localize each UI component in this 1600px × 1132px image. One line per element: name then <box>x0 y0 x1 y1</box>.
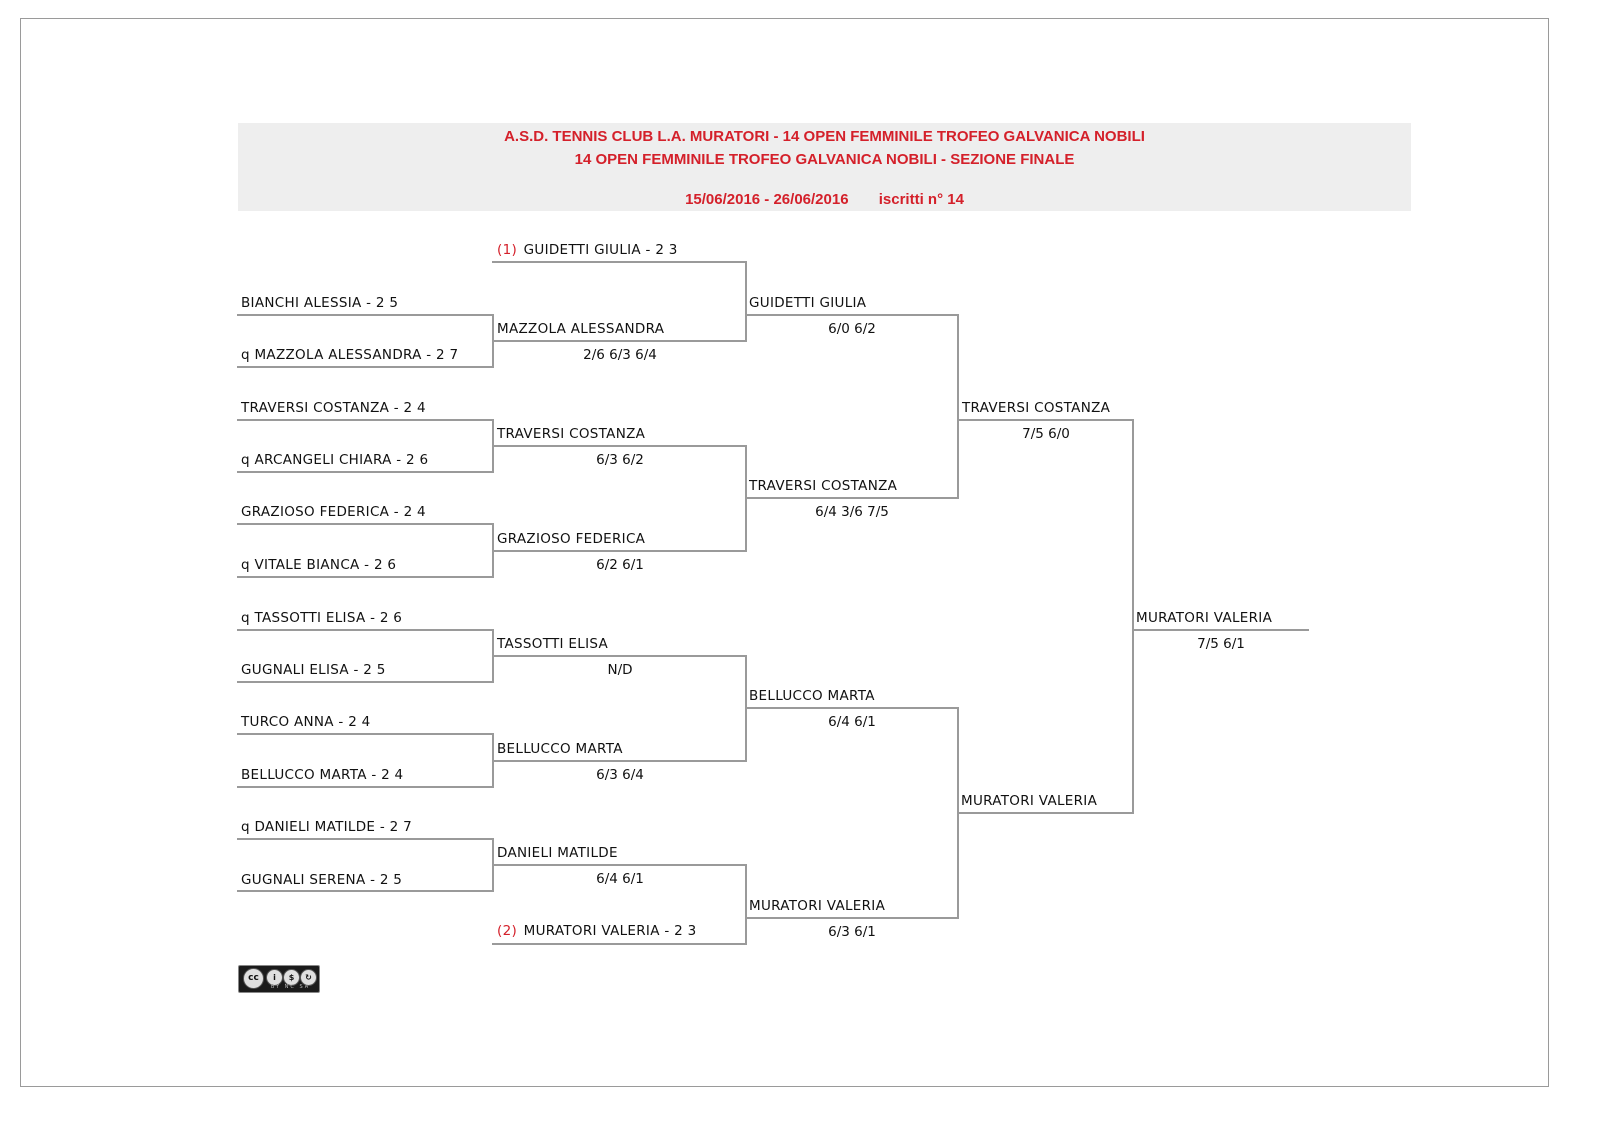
tournament-header: A.S.D. TENNIS CLUB L.A. MURATORI - 14 OP… <box>238 123 1411 211</box>
entries-count: iscritti n° 14 <box>878 191 964 208</box>
round1-player: BELLUCCO MARTA - 2 4 <box>241 767 404 783</box>
round2-player: DANIELI MATILDE <box>497 845 618 861</box>
round1-player: q DANIELI MATILDE - 2 7 <box>241 819 412 835</box>
round1-line <box>237 786 493 788</box>
match-score: 6/3 6/1 <box>828 924 876 940</box>
bracket-connector <box>957 314 959 499</box>
match-score: 6/3 6/2 <box>596 452 644 468</box>
round1-player: BIANCHI ALESSIA - 2 5 <box>241 295 399 311</box>
round2-line <box>492 943 746 945</box>
round2-line <box>492 550 746 552</box>
round2-line <box>492 864 746 866</box>
round1-line <box>237 523 493 525</box>
bracket-connector <box>1132 419 1134 814</box>
round2-player: GRAZIOSO FEDERICA <box>497 531 646 547</box>
round1-line <box>237 838 493 840</box>
round1-player: q VITALE BIANCA - 2 6 <box>241 557 397 573</box>
round1-player: GRAZIOSO FEDERICA - 2 4 <box>241 504 426 520</box>
round1-line <box>237 419 493 421</box>
round2-line <box>492 340 746 342</box>
match-score: 6/0 6/2 <box>828 321 876 337</box>
quarterfinal-line <box>745 707 958 709</box>
match-score: 7/5 6/0 <box>1022 426 1070 442</box>
round1-player: q ARCANGELI CHIARA - 2 6 <box>241 452 429 468</box>
tournament-winner: MURATORI VALERIA <box>1136 610 1273 626</box>
match-score: 6/4 6/1 <box>828 714 876 730</box>
date-and-entries: 15/06/2016 - 26/06/2016 iscritti n° 14 <box>238 191 1411 208</box>
round2-line <box>492 445 746 447</box>
quarterfinal-player: GUIDETTI GIULIA <box>749 295 867 311</box>
round2-player: TRAVERSI COSTANZA <box>497 426 646 442</box>
quarterfinal-player: TRAVERSI COSTANZA <box>749 478 898 494</box>
round2-line <box>492 760 746 762</box>
round1-player: q TASSOTTI ELISA - 2 6 <box>241 610 403 626</box>
round2-player-seeded: (2) MURATORI VALERIA - 2 3 <box>497 923 696 939</box>
round2-player: TASSOTTI ELISA <box>497 636 609 652</box>
semifinal-player: MURATORI VALERIA <box>961 793 1098 809</box>
round1-line <box>237 733 493 735</box>
quarterfinal-line <box>745 917 958 919</box>
seed-number: (2) <box>497 923 518 939</box>
quarterfinal-line <box>745 497 958 499</box>
round1-player: GUGNALI SERENA - 2 5 <box>241 872 403 888</box>
seed-number: (1) <box>497 242 518 258</box>
nc-icon: $ <box>283 969 300 986</box>
title-line-2: 14 OPEN FEMMINILE TROFEO GALVANICA NOBIL… <box>574 151 1075 168</box>
round1-player: TURCO ANNA - 2 4 <box>241 714 371 730</box>
page-border <box>20 18 1549 1087</box>
final-score: 7/5 6/1 <box>1197 636 1245 652</box>
cc-by-nc-sa-icon: cc i $ ↻ BY NC SA <box>238 965 320 993</box>
match-score: 6/4 3/6 7/5 <box>815 504 889 520</box>
title-line-1: A.S.D. TENNIS CLUB L.A. MURATORI - 14 OP… <box>504 128 1145 145</box>
by-icon: i <box>266 969 283 986</box>
round1-line <box>237 366 493 368</box>
round2-player-seeded: (1) GUIDETTI GIULIA - 2 3 <box>497 242 678 258</box>
round2-line <box>492 655 746 657</box>
round1-line <box>237 314 493 316</box>
match-score: N/D <box>607 662 633 678</box>
sa-icon: ↻ <box>300 969 317 986</box>
match-score: 6/3 6/4 <box>596 767 644 783</box>
round1-player: TRAVERSI COSTANZA - 2 4 <box>241 400 426 416</box>
round2-line <box>492 261 746 263</box>
round2-player: MAZZOLA ALESSANDRA <box>497 321 665 337</box>
match-score: 2/6 6/3 6/4 <box>583 347 657 363</box>
round1-line <box>237 576 493 578</box>
round1-player: q MAZZOLA ALESSANDRA - 2 7 <box>241 347 459 363</box>
semifinal-line <box>957 812 1133 814</box>
tournament-dates: 15/06/2016 - 26/06/2016 <box>685 191 849 208</box>
license-strip: BY NC SA <box>270 984 311 990</box>
semifinal-line <box>957 419 1133 421</box>
match-score: 6/2 6/1 <box>596 557 644 573</box>
quarterfinal-player: BELLUCCO MARTA <box>749 688 875 704</box>
round2-player: GUIDETTI GIULIA - 2 3 <box>523 242 678 258</box>
bracket-connector <box>745 261 747 342</box>
quarterfinal-player: MURATORI VALERIA <box>749 898 886 914</box>
round1-player: GUGNALI ELISA - 2 5 <box>241 662 386 678</box>
winner-line <box>1132 629 1309 631</box>
round2-player: BELLUCCO MARTA <box>497 741 623 757</box>
round1-line <box>237 681 493 683</box>
round1-line <box>237 471 493 473</box>
round1-line <box>237 629 493 631</box>
quarterfinal-line <box>745 314 958 316</box>
round2-player: MURATORI VALERIA - 2 3 <box>523 923 697 939</box>
bracket-connector <box>745 864 747 945</box>
cc-icon: cc <box>243 968 264 989</box>
round1-line <box>237 890 493 892</box>
match-score: 6/4 6/1 <box>596 871 644 887</box>
semifinal-player: TRAVERSI COSTANZA <box>962 400 1111 416</box>
